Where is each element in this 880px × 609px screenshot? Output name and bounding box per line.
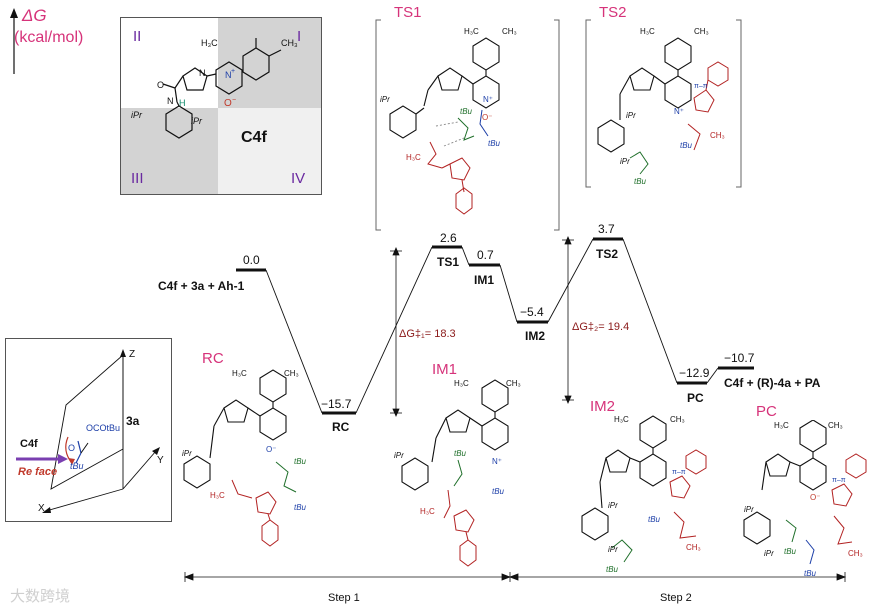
face-diagram: Z Y X C4f Re face 3a OCOtBu O tBu — [6, 339, 171, 521]
barrier-label-2: ΔG‡₂= 19.4 — [572, 321, 629, 333]
im2-structure: H₃C CH₃ π–π iPr iPr tBu tBu CH₃ — [578, 412, 718, 577]
svg-text:Y: Y — [157, 455, 164, 466]
svg-text:tBu: tBu — [634, 177, 647, 186]
value-TS2: 3.7 — [598, 222, 615, 236]
svg-text:H₃C: H₃C — [640, 27, 655, 36]
svg-text:O⁻: O⁻ — [266, 445, 276, 454]
svg-text:tBu: tBu — [648, 515, 661, 524]
svg-text:iPr: iPr — [620, 157, 630, 166]
svg-text:iPr: iPr — [744, 505, 754, 514]
svg-text:π–π: π–π — [672, 469, 686, 476]
svg-text:CH₃: CH₃ — [694, 27, 709, 36]
svg-text:O: O — [68, 443, 75, 453]
label-IM1: IM1 — [474, 273, 494, 287]
svg-text:H₃C: H₃C — [420, 507, 435, 516]
svg-text:tBu: tBu — [784, 547, 797, 556]
svg-text:CH₃: CH₃ — [502, 27, 517, 36]
face-box: Z Y X C4f Re face 3a OCOtBu O tBu — [5, 338, 172, 522]
im1-structure: H₃C CH₃ N⁺ iPr tBu tBu H₃C — [392, 378, 542, 578]
barrier-arrow-2 — [562, 237, 574, 403]
svg-text:iPr: iPr — [182, 449, 192, 458]
svg-text:CH₃: CH₃ — [506, 379, 521, 388]
svg-text:H₃C: H₃C — [406, 153, 421, 162]
svg-text:CH₃: CH₃ — [710, 131, 725, 140]
svg-text:tBu: tBu — [492, 487, 505, 496]
svg-text:π–π: π–π — [832, 477, 846, 484]
svg-text:iPr: iPr — [608, 501, 618, 510]
barrier-label-1: ΔG‡₁= 18.3 — [399, 328, 456, 340]
label-TS2: TS2 — [596, 247, 618, 261]
label-PC: PC — [687, 391, 704, 405]
svg-text:OCOtBu: OCOtBu — [86, 423, 120, 433]
svg-text:Re face: Re face — [18, 466, 57, 478]
label-IM2: IM2 — [525, 329, 545, 343]
svg-text:H₃C: H₃C — [464, 27, 479, 36]
step-1-label: Step 1 — [328, 592, 360, 604]
svg-text:tBu: tBu — [804, 569, 817, 578]
svg-text:tBu: tBu — [460, 107, 473, 116]
ts1-structure: H₃C CH₃ N⁺ O⁻ iPr tBu tBu H₃C — [378, 18, 556, 228]
title-PC: PC — [756, 403, 777, 420]
svg-text:O⁻: O⁻ — [482, 113, 492, 122]
value-end: −10.7 — [724, 351, 754, 365]
svg-text:H₃C: H₃C — [210, 491, 225, 500]
svg-text:H₃C: H₃C — [232, 369, 247, 378]
svg-text:iPr: iPr — [608, 545, 618, 554]
svg-text:H₃C: H₃C — [774, 421, 789, 430]
svg-text:C4f: C4f — [20, 438, 38, 450]
svg-text:CH₃: CH₃ — [848, 549, 863, 558]
svg-text:tBu: tBu — [70, 461, 84, 471]
label-end: C4f + (R)-4a + PA — [724, 376, 820, 390]
label-RC: RC — [332, 420, 349, 434]
value-TS1: 2.6 — [440, 231, 457, 245]
watermark: 大数跨境 — [10, 585, 70, 606]
title-RC: RC — [202, 350, 224, 367]
svg-text:iPr: iPr — [764, 549, 774, 558]
svg-text:CH₃: CH₃ — [828, 421, 843, 430]
label-TS1: TS1 — [437, 255, 459, 269]
svg-text:tBu: tBu — [680, 141, 693, 150]
svg-text:Z: Z — [129, 349, 135, 360]
svg-text:iPr: iPr — [380, 95, 390, 104]
ts2-structure: H₃C CH₃ π–π N⁺ iPr iPr tBu tBu CH₃ — [590, 18, 738, 188]
value-IM1: 0.7 — [477, 248, 494, 262]
svg-text:tBu: tBu — [488, 139, 501, 148]
step-2-label: Step 2 — [660, 592, 692, 604]
rc-structure: H₃C CH₃ O⁻ iPr tBu tBu H₃C — [180, 368, 330, 568]
svg-text:CH₃: CH₃ — [686, 543, 701, 552]
svg-text:H₃C: H₃C — [614, 415, 629, 424]
svg-text:3a: 3a — [126, 414, 140, 428]
svg-text:tBu: tBu — [606, 565, 619, 574]
value-start: 0.0 — [243, 253, 260, 267]
svg-text:π–π: π–π — [694, 83, 708, 90]
svg-text:CH₃: CH₃ — [284, 369, 299, 378]
svg-text:O⁻: O⁻ — [810, 493, 820, 502]
svg-text:N⁺: N⁺ — [483, 95, 493, 104]
pc-structure: H₃C CH₃ π–π O⁻ iPr iPr tBu tBu CH₃ — [740, 420, 878, 580]
svg-text:X: X — [38, 503, 45, 514]
svg-text:iPr: iPr — [626, 111, 636, 120]
title-IM1: IM1 — [432, 361, 457, 378]
svg-text:tBu: tBu — [294, 503, 307, 512]
svg-text:CH₃: CH₃ — [670, 415, 685, 424]
svg-text:iPr: iPr — [394, 451, 404, 460]
svg-text:N⁺: N⁺ — [492, 457, 502, 466]
svg-text:tBu: tBu — [454, 449, 467, 458]
svg-text:N⁺: N⁺ — [674, 107, 684, 116]
value-IM2: −5.4 — [520, 305, 544, 319]
label-start: C4f + 3a + Ah-1 — [158, 279, 244, 293]
svg-text:H₃C: H₃C — [454, 379, 469, 388]
svg-text:tBu: tBu — [294, 457, 307, 466]
value-PC: −12.9 — [679, 366, 709, 380]
